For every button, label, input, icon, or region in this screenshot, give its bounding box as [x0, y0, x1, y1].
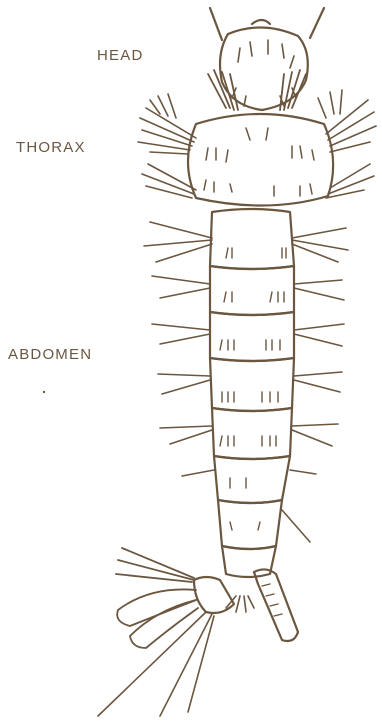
mouth-brushes [208, 70, 306, 110]
abdomen-segment-1 [210, 209, 294, 269]
head-capsule [220, 27, 308, 110]
anal-gills [116, 548, 198, 648]
anal-segment [194, 577, 234, 613]
right-antenna [310, 8, 324, 38]
thorax-label: THORAX [16, 140, 86, 155]
abdomen-segment-4 [210, 358, 294, 411]
head-top-spot [252, 20, 270, 24]
head-label: HEAD [97, 48, 143, 63]
thorax-tufts-right [318, 90, 376, 198]
thorax-tufts-left [138, 94, 196, 198]
abdomen-label: ABDOMEN [8, 347, 92, 362]
thorax-group [188, 114, 333, 206]
abdomen-segment-7 [218, 500, 282, 549]
abdomen-segment-5 [212, 408, 292, 459]
left-antenna [210, 8, 222, 40]
abdomen-segment-2 [210, 266, 294, 315]
abdomen-segment-3 [210, 312, 294, 361]
abdomen-segment-8 [222, 546, 276, 577]
head-group [210, 8, 324, 110]
caudal-hairs [98, 612, 214, 716]
stray-mark [43, 391, 45, 393]
segment-marks [220, 248, 286, 530]
abdomen-segment-6 [214, 456, 290, 503]
thorax-hairs [204, 128, 314, 196]
